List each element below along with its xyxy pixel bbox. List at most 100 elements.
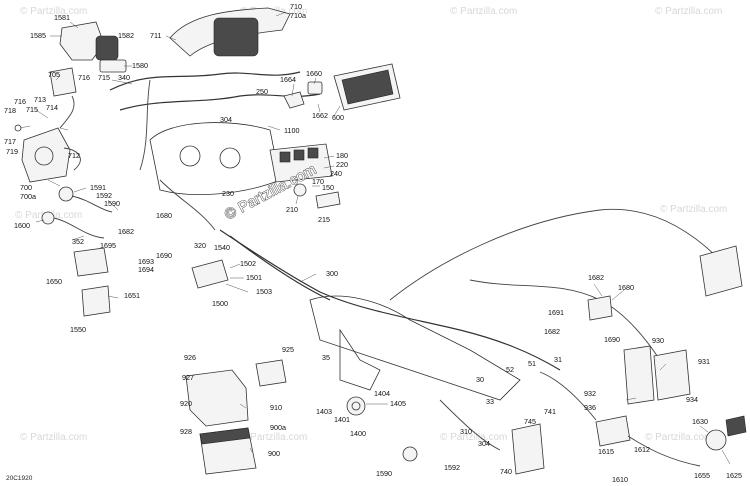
- callout-927: 927: [182, 373, 194, 382]
- harness-rear-mid: [469, 279, 661, 361]
- callout-910: 910: [270, 403, 282, 412]
- callout-1501: 1501: [246, 273, 262, 282]
- callout-304a: 304: [220, 115, 232, 124]
- relay-925: [255, 359, 287, 387]
- callout-1693: 1693: [138, 257, 154, 266]
- callout-320: 320: [194, 241, 206, 250]
- frame-hole-1: [179, 145, 201, 167]
- sensor-1590-bottom: [402, 446, 418, 462]
- frame-rear-bracket: [339, 328, 381, 391]
- callout-932: 932: [584, 389, 596, 398]
- wire-352: [53, 217, 105, 239]
- callout-1615: 1615: [598, 447, 614, 456]
- callout-714: 714: [46, 103, 58, 112]
- module-1550: [81, 285, 111, 317]
- callout-210: 210: [286, 205, 298, 214]
- wire-310: [439, 399, 501, 451]
- callout-1582: 1582: [118, 31, 134, 40]
- module-rear-right: [699, 245, 743, 297]
- callout-1680a: 1680: [156, 211, 172, 220]
- callout-1581: 1581: [54, 13, 70, 22]
- callout-250: 250: [256, 87, 268, 96]
- callout-33: 33: [486, 397, 494, 406]
- callout-925: 925: [282, 345, 294, 354]
- callout-716b: 716: [14, 97, 26, 106]
- callout-1655: 1655: [694, 471, 710, 480]
- frame-center: [149, 122, 281, 195]
- wire-714: [59, 95, 75, 129]
- callout-51: 51: [528, 359, 536, 368]
- callout-900: 900: [268, 449, 280, 458]
- sensor-1400: [346, 396, 366, 416]
- gauge-600-screen: [341, 69, 394, 105]
- callout-352: 352: [72, 237, 84, 246]
- relay-3: [307, 147, 319, 159]
- callout-600: 600: [332, 113, 344, 122]
- callout-718: 718: [4, 106, 16, 115]
- harness-rear-upper: [389, 208, 721, 301]
- wire-932: [539, 371, 597, 421]
- callout-717: 717: [4, 137, 16, 146]
- callout-1403: 1403: [316, 407, 332, 416]
- wire-230: [159, 179, 216, 231]
- relay-2: [293, 149, 305, 161]
- callout-1610: 1610: [612, 475, 628, 484]
- callout-900a: 900a: [270, 423, 286, 432]
- relay-1660: [307, 81, 323, 95]
- callout-30: 30: [476, 375, 484, 384]
- switch-705: [49, 67, 77, 97]
- parts-drawing: [14, 7, 747, 475]
- callout-230: 230: [222, 189, 234, 198]
- callout-1592: 1592: [96, 191, 112, 200]
- callout-1585: 1585: [30, 31, 46, 40]
- callout-1540: 1540: [214, 243, 230, 252]
- callout-936: 936: [584, 403, 596, 412]
- fuse-box-710: [213, 17, 259, 57]
- callout-741: 741: [544, 407, 556, 416]
- callout-715b: 715: [26, 105, 38, 114]
- callout-745: 745: [524, 417, 536, 426]
- callout-1100: 1100: [284, 126, 299, 135]
- leader-lines: [19, 11, 731, 465]
- callout-1660: 1660: [306, 69, 322, 78]
- callout-705: 705: [48, 70, 60, 79]
- drawing-code: 20C1920: [6, 475, 33, 482]
- callout-1690a: 1690: [156, 251, 172, 260]
- callout-1694: 1694: [138, 265, 154, 274]
- callout-1590a: 1590: [104, 199, 120, 208]
- watermark-mid-right: © Partzilla.com: [660, 204, 727, 215]
- callout-1630: 1630: [692, 417, 708, 426]
- watermark-top-left: © Partzilla.com: [20, 6, 87, 17]
- callout-1682c: 1682: [544, 327, 560, 336]
- callout-928: 928: [180, 427, 192, 436]
- horn-1625: [705, 429, 727, 451]
- watermark-top-center-right: © Partzilla.com: [450, 6, 517, 17]
- callout-1550: 1550: [70, 325, 86, 334]
- bracket-930: [623, 345, 655, 405]
- relay-box-1582: [95, 35, 119, 61]
- harness-300: [219, 229, 561, 371]
- callout-712: 712: [68, 151, 80, 160]
- callout-310: 310: [460, 427, 472, 436]
- callout-1592b: 1592: [444, 463, 460, 472]
- cover-740: [511, 423, 545, 475]
- callout-1682a: 1682: [118, 227, 134, 236]
- callout-1404: 1404: [374, 389, 390, 398]
- callout-1600: 1600: [14, 221, 30, 230]
- frame-rear: [309, 295, 521, 401]
- frame-hole-2: [219, 147, 241, 169]
- callout-710a: 710a: [290, 11, 306, 20]
- callout-1400: 1400: [350, 429, 366, 438]
- bracket-1585: [59, 21, 105, 61]
- sensor-1400-core: [351, 401, 361, 411]
- cover-1580: [99, 59, 127, 73]
- harness-340: [109, 71, 301, 91]
- callout-1695: 1695: [100, 241, 116, 250]
- watermark-top-right: © Partzilla.com: [655, 6, 722, 17]
- fuse-215: [315, 191, 341, 209]
- callout-1401: 1401: [334, 415, 350, 424]
- callout-1682b: 1682: [588, 273, 604, 282]
- callout-180: 180: [336, 151, 348, 160]
- watermark-bottom-center-left: © Partzilla.com: [240, 432, 307, 443]
